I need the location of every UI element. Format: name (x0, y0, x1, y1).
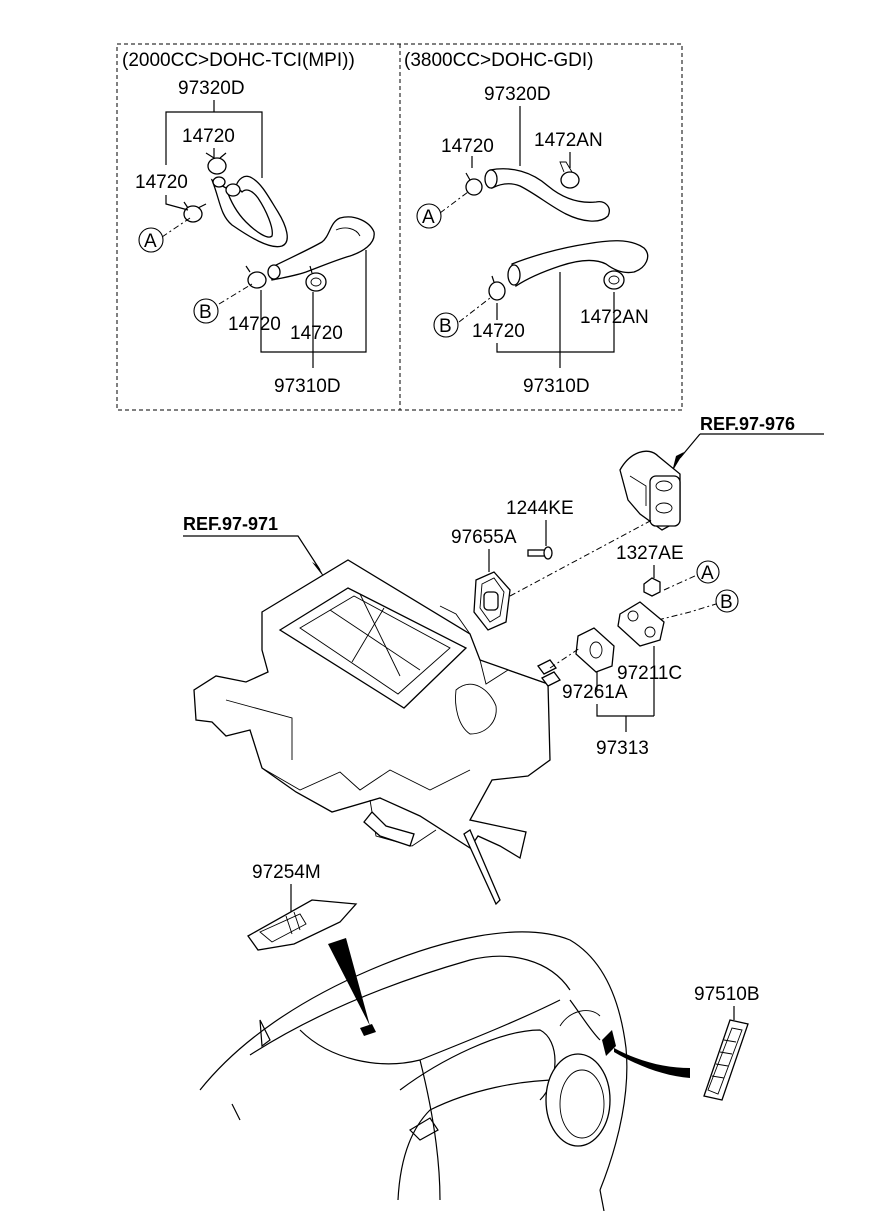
heater-assembly: REF.97-976 1244KE 97655A 1327AE (183, 414, 824, 906)
left-clamp-bottom-right (305, 265, 327, 292)
left-lower-hose (269, 216, 375, 281)
nut-1327ae (643, 577, 661, 597)
vent-grille-pointer (614, 1048, 690, 1078)
kit-label: 97313 (596, 738, 649, 759)
rear-wheel (545, 1053, 611, 1147)
bolt-label: 1244KE (506, 498, 574, 519)
left-lower-hose-detail (335, 227, 361, 237)
nut-label: 1327AE (616, 543, 684, 564)
right-clamp-left (465, 172, 483, 196)
right-label-clamp-left: 14720 (441, 136, 494, 157)
left-clamp-left (183, 201, 207, 223)
left-label-clamp-top: 14720 (182, 126, 235, 147)
left-label-hose-lower: 97310D (274, 376, 341, 397)
ref-heater-label: REF.97-971 (183, 514, 278, 534)
plate-gasket-label: 97211C (617, 663, 682, 684)
right-upper-hose-end (484, 169, 498, 189)
heater-valve (619, 450, 681, 531)
main-marker-a-text: A (701, 563, 714, 584)
right-clamp-bottom-right (603, 270, 625, 290)
right-label-clamp-right: 1472AN (534, 130, 603, 151)
right-variant-title: (3800CC>DOHC-GDI) (404, 50, 594, 71)
heater-unit-body (193, 559, 581, 906)
right-lower-hose-end (507, 264, 521, 286)
duct-cover-97254m (247, 899, 358, 951)
right-label-hose-lower: 97310D (523, 376, 590, 397)
right-label-hose-upper: 97320D (484, 84, 551, 105)
heater-filter-frame (278, 587, 468, 709)
plate-97261a (575, 627, 615, 673)
right-label-clamp-bottom-right: 1472AN (580, 307, 649, 328)
left-hose-end (212, 176, 226, 188)
left-marker-b-text: B (199, 302, 212, 323)
right-marker-b-text: B (439, 316, 452, 337)
right-hose-lower-bracket (496, 292, 615, 353)
main-marker-b (715, 589, 739, 613)
main-marker-a (696, 560, 720, 584)
right-marker-b (433, 312, 459, 338)
right-clamp-bottom-left (488, 275, 506, 301)
variant-panels: (2000CC>DOHC-TCI(MPI)) (3800CC>DOHC-GDI) (116, 43, 683, 411)
heater-pipes (537, 659, 561, 687)
right-upper-hose (489, 168, 610, 222)
right-label-clamp-bottom-left: 14720 (472, 321, 525, 342)
grommet-97655a (473, 571, 511, 631)
grommet-label: 97655A (451, 527, 517, 548)
plate-label: 97261A (562, 682, 628, 703)
left-panel: A B 97320D 14720 14720 14720 14720 97310… (135, 78, 375, 397)
left-marker-a-text: A (144, 231, 157, 252)
left-label-clamp-bottom-right: 14720 (290, 323, 343, 344)
left-upper-hose (210, 175, 288, 248)
drain-tube (463, 829, 501, 906)
vehicle-area: 97254M 97510B (199, 862, 760, 1211)
left-label-hose-upper: 97320D (178, 78, 245, 99)
cover-location (360, 1024, 376, 1036)
left-marker-a (138, 227, 164, 253)
left-variant-title: (2000CC>DOHC-TCI(MPI)) (122, 50, 355, 71)
duct-cover-label: 97254M (252, 862, 321, 883)
left-marker-b (193, 298, 219, 324)
left-clamp-bottom-left (245, 264, 281, 289)
right-marker-a (416, 203, 442, 229)
right-panel: A B 97320D 14720 1472AN 14720 1472AN 973… (416, 84, 649, 397)
vent-location (602, 1030, 616, 1056)
right-marker-a-text: A (422, 207, 435, 228)
left-label-clamp-bottom-left: 14720 (228, 314, 281, 335)
vent-grille-97510b (703, 1019, 749, 1101)
left-clamp-mid (225, 183, 241, 197)
left-clamp-top (205, 152, 227, 175)
plate-gasket-97211c (617, 601, 665, 647)
main-marker-b-text: B (720, 592, 733, 613)
valve-centerline (509, 519, 653, 597)
left-label-clamp-left: 14720 (135, 172, 188, 193)
duct-cover-pointer (328, 938, 370, 1026)
vehicle-outline (199, 931, 628, 1211)
blower-outlet (455, 683, 497, 735)
right-clamp-right (559, 161, 580, 189)
ref-valve-label: REF.97-976 (700, 414, 795, 434)
drain-pipe (363, 811, 415, 847)
bolt-1244ke (527, 546, 553, 560)
right-lower-hose (511, 240, 649, 288)
vent-grille-label: 97510B (694, 984, 760, 1005)
